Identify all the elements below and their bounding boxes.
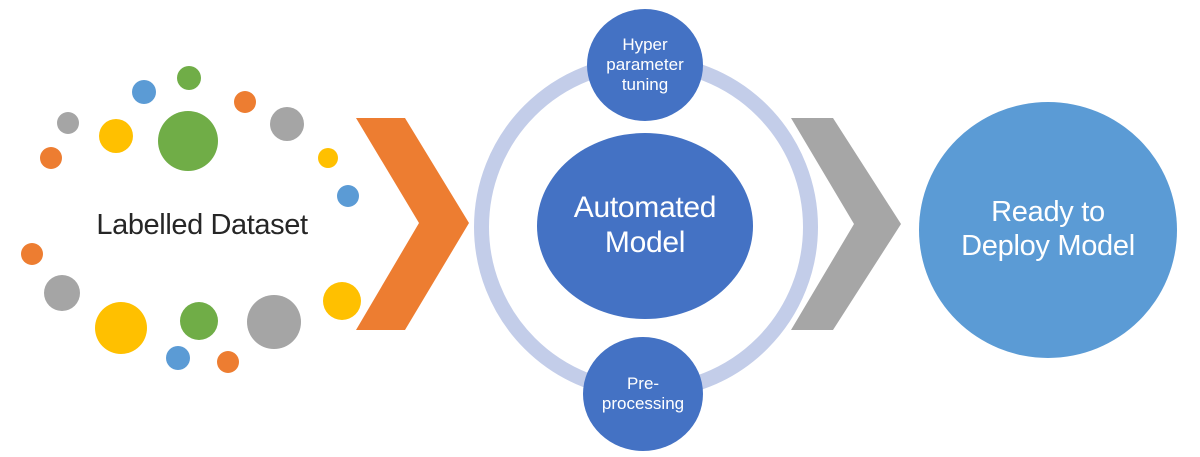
chevron-right-icon bbox=[356, 118, 469, 330]
hyper-parameter-tuning-label: Hyper parameter tuning bbox=[606, 34, 684, 95]
dataset-dot bbox=[323, 282, 361, 320]
pre-processing-label: Pre-processing bbox=[601, 373, 685, 413]
dataset-dot bbox=[318, 148, 338, 168]
chevron-right-shape bbox=[356, 118, 469, 330]
ready-to-deploy-circle: Ready to Deploy Model bbox=[919, 102, 1177, 358]
automated-model-label: Automated Model bbox=[573, 191, 717, 259]
labelled-dataset-label: Labelled Dataset bbox=[96, 209, 308, 241]
dataset-dot bbox=[40, 147, 62, 169]
automated-model-circle: Automated Model bbox=[537, 133, 753, 319]
dataset-dot bbox=[99, 119, 133, 153]
hyper-parameter-tuning-circle: Hyper parameter tuning bbox=[587, 9, 703, 121]
dataset-dot bbox=[158, 111, 218, 171]
dataset-dot bbox=[95, 302, 147, 354]
dataset-dot bbox=[57, 112, 79, 134]
labelled-dataset-dots bbox=[21, 66, 361, 373]
dataset-dot bbox=[234, 91, 256, 113]
dataset-dot bbox=[247, 295, 301, 349]
dataset-dot bbox=[270, 107, 304, 141]
dataset-dot bbox=[21, 243, 43, 265]
dataset-dot bbox=[166, 346, 190, 370]
chevron-right-shape bbox=[791, 118, 901, 330]
dataset-dot bbox=[217, 351, 239, 373]
dataset-dot bbox=[337, 185, 359, 207]
chevron-right-icon bbox=[791, 118, 901, 330]
dataset-dot bbox=[180, 302, 218, 340]
ready-to-deploy-label: Ready to Deploy Model bbox=[961, 196, 1135, 262]
dataset-dot bbox=[44, 275, 80, 311]
dataset-dot bbox=[132, 80, 156, 104]
dataset-dot bbox=[177, 66, 201, 90]
pre-processing-circle: Pre-processing bbox=[583, 337, 703, 451]
